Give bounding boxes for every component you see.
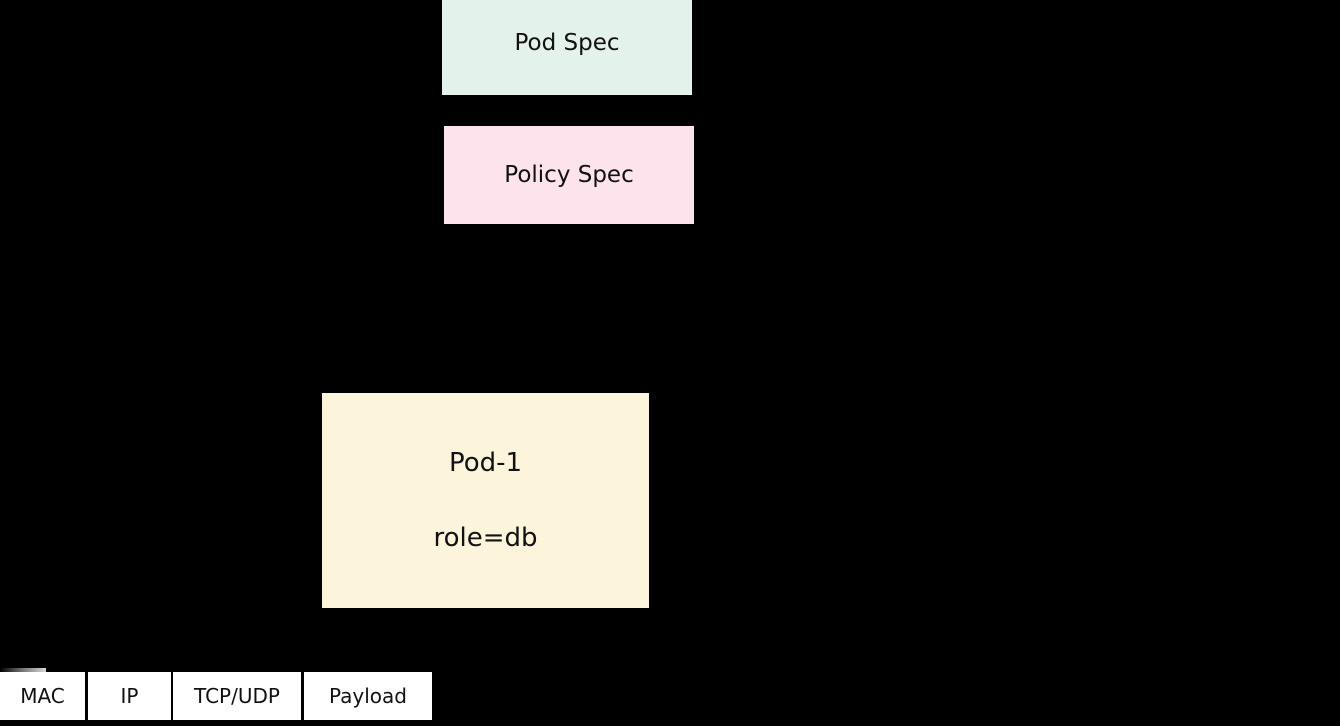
packet-field-mac-label: MAC (20, 684, 65, 708)
node-pod-1-label: Pod-1 (448, 448, 523, 478)
packet-field-tcp-udp[interactable]: TCP/UDP (173, 672, 301, 720)
node-pod-spec[interactable]: Pod Spec (442, 0, 692, 95)
packet-field-mac[interactable]: MAC (0, 668, 85, 720)
node-pod-spec-label: Pod Spec (514, 30, 620, 57)
packet-field-payload[interactable]: Payload (304, 672, 432, 720)
packet-field-tcp-udp-label: TCP/UDP (194, 684, 280, 708)
node-policy-spec[interactable]: Policy Spec (444, 126, 694, 224)
packet-field-ip-label: IP (120, 684, 139, 708)
node-policy-spec-label: Policy Spec (504, 161, 634, 188)
packet-frame: MAC IP TCP/UDP Payload (0, 668, 432, 720)
node-pod-1-sublabel: role=db (433, 522, 538, 553)
node-pod-1[interactable]: Pod-1 role=db (322, 393, 649, 608)
packet-field-payload-label: Payload (329, 684, 407, 708)
packet-field-ip[interactable]: IP (88, 672, 171, 720)
